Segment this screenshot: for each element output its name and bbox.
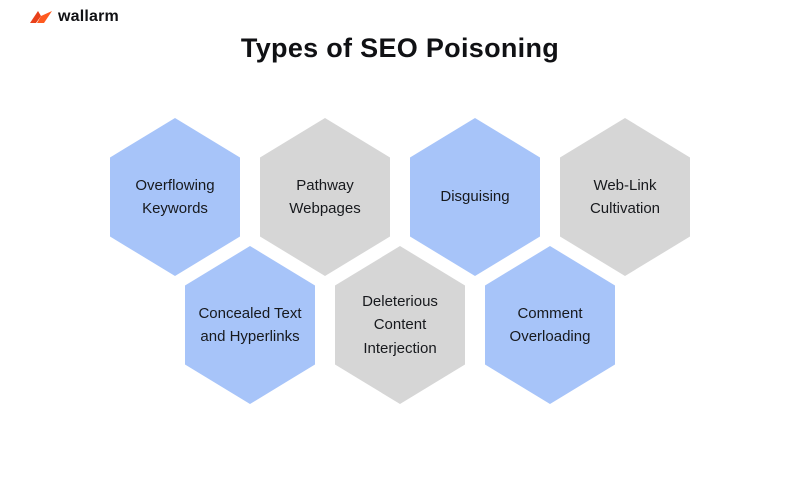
hexagon-overflowing-keywords: Overflowing Keywords <box>110 118 240 276</box>
wallarm-logo: wallarm <box>30 8 119 26</box>
hexagon-label: Pathway Webpages <box>289 176 361 217</box>
hexagon-web-link-cultivation: Web-Link Cultivation <box>560 118 690 276</box>
hexagon-label: Deleterious Content Interjection <box>362 293 438 357</box>
page-title: Types of SEO Poisoning <box>240 33 560 63</box>
hexagon-comment-overloading: Comment Overloading <box>485 246 615 404</box>
wallarm-logo-text: wallarm <box>58 8 119 25</box>
hexagon-label: Overflowing Keywords <box>135 176 215 217</box>
hexagon-label: Web-Link Cultivation <box>589 176 661 217</box>
hexagon-disguising: Disguising <box>410 118 540 276</box>
hexagon-pathway-webpages: Pathway Webpages <box>260 118 390 276</box>
hexagon-label: Comment Overloading <box>509 304 591 345</box>
hexagon-label: Disguising <box>440 188 510 206</box>
hexagon-concealed-text-and-hyperlinks: Concealed Text and Hyperlinks <box>185 246 315 404</box>
wallarm-logo-icon <box>30 9 52 25</box>
hexagon-deleterious-content-interjection: Deleterious Content Interjection <box>335 246 465 404</box>
hexagon-label: Concealed Text and Hyperlinks <box>198 304 302 345</box>
